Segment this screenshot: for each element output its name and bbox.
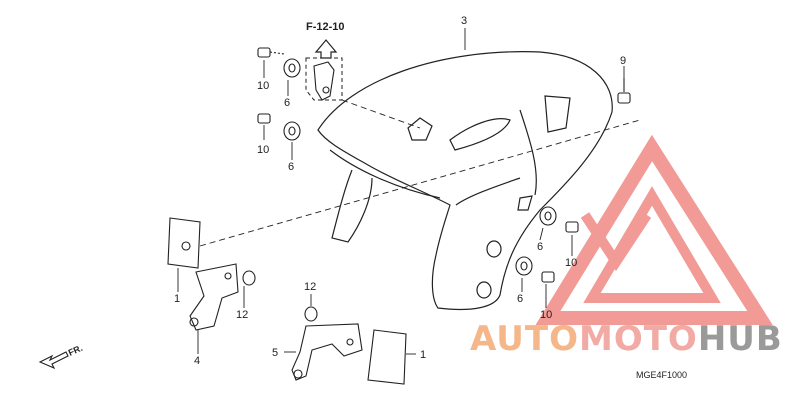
callout-3: 3 — [461, 15, 467, 27]
callout-6-b: 6 — [288, 161, 294, 173]
flange-bolt-10-right-lower — [541, 271, 555, 283]
watermark-part-hub: HUB — [698, 319, 783, 359]
bolt-9 — [617, 78, 631, 104]
flange-bolt-10-lower — [257, 113, 271, 124]
callout-6-c: 6 — [537, 241, 543, 253]
watermark-part-moto: MOTO — [579, 319, 698, 359]
grommet-6-right-lower — [515, 256, 533, 276]
watermark-text: AUTOMOTOHUB — [470, 319, 783, 359]
callout-6-a: 6 — [284, 97, 290, 109]
callout-1-b: 1 — [420, 349, 426, 361]
grommet-6-upper — [283, 58, 301, 78]
grommet-6-lower — [283, 121, 301, 141]
callout-5: 5 — [272, 347, 278, 359]
callout-6-d: 6 — [517, 293, 523, 305]
reference-label: F-12-10 — [306, 21, 345, 33]
callout-1-a: 1 — [174, 293, 180, 305]
reference-box — [305, 57, 343, 101]
callout-9: 9 — [620, 55, 626, 67]
callout-10-c: 10 — [565, 257, 577, 269]
watermark-logo — [535, 134, 773, 325]
reflector-1-lower — [367, 329, 407, 385]
direction-label: FR. — [67, 343, 84, 358]
reflector-stay-4 — [189, 263, 239, 331]
callout-12-a: 12 — [236, 309, 248, 321]
watermark-part-auto: AUTO — [470, 319, 579, 359]
callout-12-b: 12 — [304, 281, 316, 293]
reference-arrow-icon — [314, 39, 338, 59]
nut-12-left — [242, 270, 256, 286]
grommet-6-right-upper — [539, 206, 557, 226]
flange-bolt-10-upper — [257, 47, 285, 58]
hose-clamp-bracket — [313, 61, 335, 101]
logo-outer-triangle — [535, 134, 773, 325]
reflector-stay-5 — [291, 323, 363, 381]
callout-4: 4 — [194, 355, 200, 367]
diagram-code: MGE4F1000 — [636, 370, 687, 380]
logo-arrow — [580, 212, 652, 272]
front-direction-arrow-icon — [38, 351, 69, 370]
callout-10-d: 10 — [540, 309, 552, 321]
callout-10-b: 10 — [257, 144, 269, 156]
callout-10-a: 10 — [257, 80, 269, 92]
flange-bolt-10-right-upper — [565, 221, 579, 233]
nut-12-lower — [304, 306, 318, 322]
leader-lines — [177, 28, 641, 355]
reflector-1-left — [167, 217, 201, 269]
front-fender — [317, 51, 613, 311]
